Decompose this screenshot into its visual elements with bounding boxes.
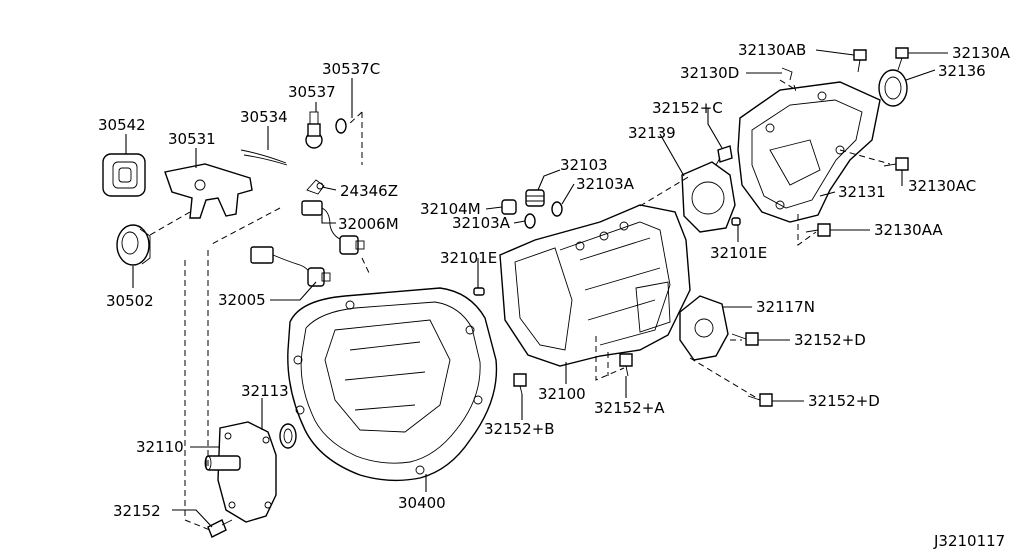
part-30502-bearing (116, 224, 151, 266)
label-32103a-bottom: 32103A (452, 214, 511, 232)
leader-lines (125, 49, 948, 528)
part-32152d-bolt-2 (747, 393, 773, 407)
label-30534: 30534 (240, 108, 288, 126)
label-32103a-top: 32103A (576, 175, 635, 193)
part-32110-front-cover (204, 421, 277, 523)
label-32006m: 32006M (338, 215, 399, 233)
part-32103a-washer-1 (551, 201, 563, 217)
label-32152c: 32152+C (652, 99, 723, 117)
label-32103: 32103 (560, 156, 608, 174)
part-32101e-pin-right (731, 217, 741, 226)
part-30400-clutch-housing (287, 287, 498, 482)
part-32139-gasket (681, 161, 736, 233)
part-32152b-bolt (513, 373, 527, 395)
part-32130d-pin (781, 67, 793, 81)
label-32152d-top: 32152+D (794, 331, 866, 349)
assembly-dashed-lines (149, 79, 891, 531)
label-30502: 30502 (106, 292, 154, 310)
part-32006m-switch (301, 200, 365, 255)
part-32152c-bolt (715, 145, 733, 166)
label-30537c: 30537C (322, 60, 380, 78)
part-32130a-bolt (895, 47, 909, 71)
label-32101e-left: 32101E (440, 249, 497, 267)
part-32005-switch (250, 246, 331, 287)
part-30534-spring (240, 149, 288, 166)
label-32130a: 32130A (952, 44, 1011, 62)
part-32152d-bolt-1 (731, 332, 759, 346)
part-30537-pivot (305, 111, 323, 149)
label-32110: 32110 (136, 438, 184, 456)
label-32101e-right: 32101E (710, 244, 767, 262)
part-30542-boot (102, 153, 146, 197)
label-32104m: 32104M (420, 200, 481, 218)
label-32152a: 32152+A (594, 399, 665, 417)
label-32136: 32136 (938, 62, 986, 80)
label-32130aa: 32130AA (874, 221, 943, 239)
label-32130d: 32130D (680, 64, 739, 82)
label-32130ac: 32130AC (908, 177, 976, 195)
part-32130aa-bolt (805, 223, 831, 237)
label-30400: 30400 (398, 494, 446, 512)
label-32139: 32139 (628, 124, 676, 142)
part-32103-plug (525, 189, 545, 207)
part-32152-bolt (207, 519, 233, 538)
part-32130ac-bolt (883, 157, 909, 171)
label-30537: 30537 (288, 83, 336, 101)
part-32152a-bolt (619, 353, 633, 377)
label-32117n: 32117N (756, 298, 815, 316)
part-32131-rear-extension (737, 81, 881, 223)
part-32104m-plug (501, 199, 517, 215)
label-32113: 32113 (241, 382, 289, 400)
part-32117n-bracket (679, 295, 729, 361)
diagram-code: J3210117 (933, 532, 1005, 550)
label-32152d-bottom: 32152+D (808, 392, 880, 410)
label-32005: 32005 (218, 291, 266, 309)
label-32130ab: 32130AB (738, 41, 806, 59)
label-24346z: 24346Z (340, 182, 398, 200)
part-32103a-washer-2 (524, 213, 536, 229)
label-32152: 32152 (113, 502, 161, 520)
label-30531: 30531 (168, 130, 216, 148)
part-24346z-clip (306, 179, 325, 195)
part-32136-seal (878, 69, 908, 107)
label-32152b: 32152+B (484, 420, 555, 438)
part-32113-seal (279, 423, 297, 449)
part-32130ab-bolt (853, 49, 867, 73)
label-32100: 32100 (538, 385, 586, 403)
part-30531-lever (164, 163, 253, 219)
part-32101e-pin-left (473, 287, 485, 296)
label-30542: 30542 (98, 116, 146, 134)
part-32100-transmission-case (499, 204, 691, 367)
part-30537c-retainer (335, 118, 347, 134)
label-32131: 32131 (838, 183, 886, 201)
